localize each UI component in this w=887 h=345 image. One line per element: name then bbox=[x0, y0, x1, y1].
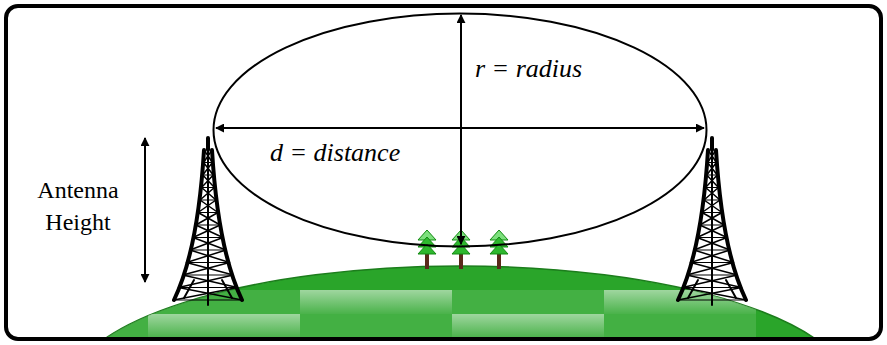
dimension-arrows bbox=[145, 15, 704, 282]
trees bbox=[418, 230, 508, 269]
distance-label: d = distance bbox=[270, 138, 400, 168]
ellipse-outline bbox=[212, 12, 708, 248]
fresnel-zone-ellipse: r = radius d = distance bbox=[212, 12, 708, 248]
antenna-height-label: Antenna Height bbox=[22, 174, 134, 238]
ground bbox=[68, 266, 852, 338]
radius-label: r = radius bbox=[475, 54, 582, 84]
frame bbox=[6, 6, 881, 339]
